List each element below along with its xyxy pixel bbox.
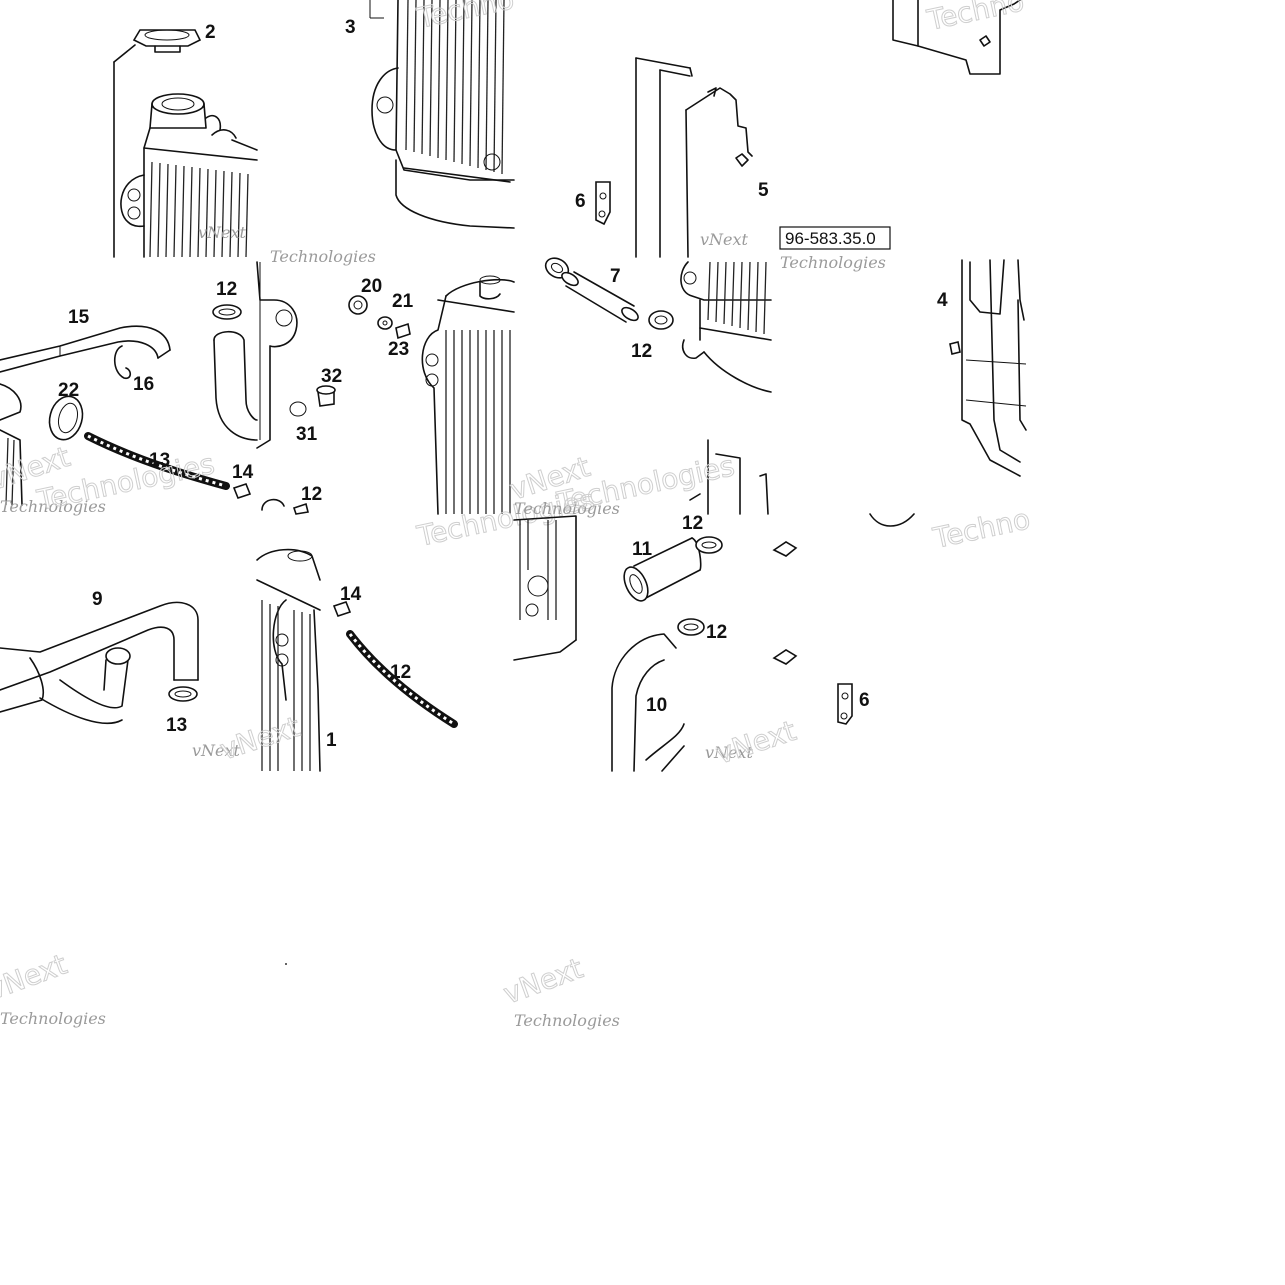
tile-shroud-panels: 6 5 vNext 96-583.35.0 Technologies [575, 57, 891, 272]
callout-9: 9 [92, 589, 103, 610]
watermark-outline: Techno [930, 502, 1033, 555]
callout-6: 6 [859, 690, 870, 711]
watermark-outline: vNext [712, 714, 800, 771]
seal-icon [48, 395, 84, 441]
watermark-outline: Techno [414, 0, 517, 35]
callout-22: 22 [58, 380, 79, 401]
radiator-cap-icon [132, 29, 202, 47]
bracket-icon [595, 181, 611, 226]
callout-6: 6 [575, 191, 586, 212]
hose-icon [105, 647, 131, 665]
callout-12: 12 [631, 341, 652, 362]
washer-icon [377, 316, 393, 330]
watermark-text: vNext [705, 743, 754, 762]
radiator-fins [519, 520, 557, 620]
hose-clamp-icon [677, 618, 705, 636]
hose-clamp-icon [168, 686, 198, 702]
tile-bracket-6: 6 [837, 683, 870, 725]
callout-14: 14 [232, 462, 254, 483]
callout-12: 12 [301, 484, 322, 505]
callout-20: 20 [361, 276, 382, 297]
callout-12: 12 [706, 622, 727, 643]
radiator-fins [445, 330, 511, 514]
callout-1: 1 [326, 730, 337, 751]
o-ring-icon [289, 401, 307, 417]
watermark-text: vNext [700, 230, 749, 249]
tile-radiator-1: 14 12 1 vNext [215, 548, 458, 772]
tile-hose-9: 9 13 vNext [0, 589, 241, 760]
watermark-text: Technologies [514, 1011, 620, 1030]
bolt-icon [395, 322, 411, 340]
watermark-text: Technologies [0, 1009, 106, 1028]
watermark-outline: vNext [0, 948, 71, 1007]
hose-clamp-icon [212, 304, 242, 320]
tile-hoses-11-10: 11 12 12 10 vNext vNext [513, 513, 800, 772]
watermark-outline: vNext [499, 952, 587, 1011]
hose-icon [621, 306, 639, 322]
watermark-text: Technologies [780, 253, 886, 272]
radiator-fins [707, 261, 767, 335]
callout-12: 12 [216, 279, 237, 300]
tile-hoses-left: 15 12 16 22 13 14 vNext Technologies Tec… [0, 279, 258, 518]
watermark-outline: Techno [924, 0, 1027, 37]
callout-5: 5 [758, 180, 769, 201]
callout-32: 32 [321, 366, 342, 387]
tile-radiator-core: 3 Techno [345, 0, 517, 229]
watermark-text: vNext [198, 223, 247, 242]
clamp-icon [332, 601, 352, 617]
braided-hose-icon [84, 432, 230, 490]
callout-23: 23 [388, 339, 409, 360]
callout-12: 12 [682, 513, 703, 534]
radiator-fins [149, 161, 249, 258]
callout-12: 13 [166, 715, 187, 736]
callout-15: 15 [68, 307, 90, 328]
callout-21: 21 [392, 291, 414, 312]
nut-icon [348, 295, 368, 315]
callout-10: 10 [646, 695, 667, 716]
reference-code: 96-583.35.0 [785, 229, 876, 248]
lower-watermarks: vNext Technologies vNext Technologies [0, 947, 620, 1030]
watermark-text: Technologies [514, 499, 620, 518]
radiator-fins [261, 600, 311, 771]
callout-3: 3 [345, 17, 356, 38]
reference-box [779, 226, 891, 250]
watermark-outline: vNext [216, 710, 304, 767]
tile-shroud-top: Techno [892, 0, 1027, 75]
watermark-text: vNext [192, 741, 241, 760]
tile-hose-7: 7 12 vNext Technologies Technologies [505, 257, 772, 520]
callout-31: 31 [296, 424, 318, 445]
radiator-core-fins [405, 0, 505, 175]
hose-icon [623, 566, 649, 602]
tile-radiator-cap: 2 vNext [113, 22, 258, 258]
watermark-text: Technologies [270, 247, 376, 266]
callout-14: 14 [340, 584, 362, 605]
callout-13: 13 [149, 450, 170, 471]
callout-11: 11 [632, 539, 653, 560]
tile-shroud-4: 4 Techno [869, 259, 1033, 556]
callout-16: 16 [133, 374, 154, 395]
clip-icon [113, 345, 132, 380]
callout-13: 12 [390, 662, 411, 683]
bracket-icon [837, 683, 853, 725]
callout-7: 7 [610, 266, 621, 287]
hose-clamp-icon [648, 310, 674, 330]
hose-clamp-icon [695, 536, 723, 554]
clamp-icon [232, 483, 252, 499]
callout-4: 4 [937, 290, 948, 311]
callout-2: 2 [205, 22, 216, 43]
watermark-text: Technologies [0, 497, 106, 516]
